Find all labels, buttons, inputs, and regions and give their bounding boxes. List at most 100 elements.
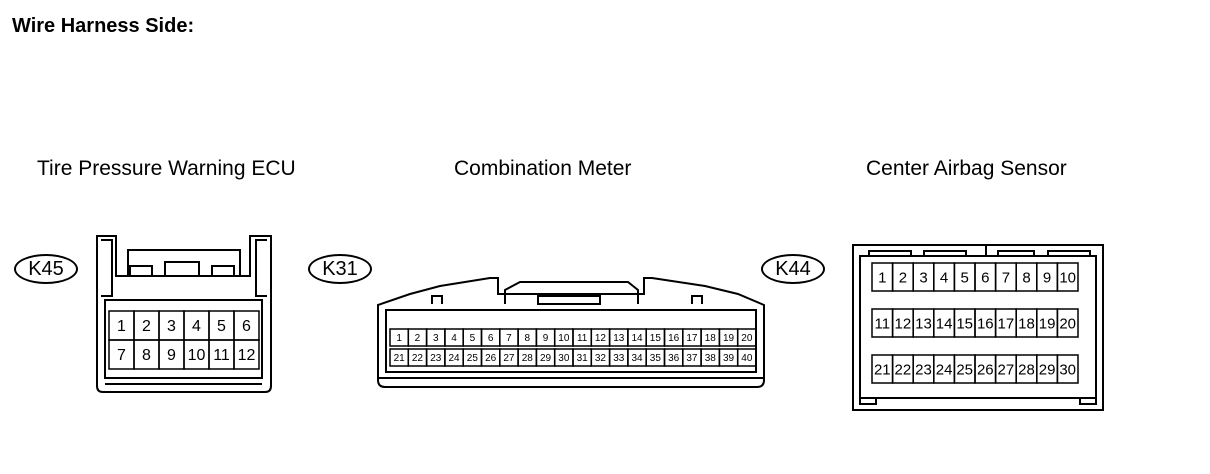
pin-number-k31-22: 22 bbox=[412, 353, 424, 364]
pin-number-k45-12: 12 bbox=[238, 347, 256, 364]
pin-number-k31-16: 16 bbox=[668, 333, 680, 344]
pin-number-k31-27: 27 bbox=[503, 353, 515, 364]
pin-number-k45-2: 2 bbox=[142, 318, 151, 335]
pin-number-k44-14: 14 bbox=[936, 316, 953, 333]
pin-number-k31-31: 31 bbox=[577, 353, 589, 364]
pin-number-k31-4: 4 bbox=[451, 333, 457, 344]
pin-cavity-k44-10 bbox=[1056, 262, 1079, 292]
pin-number-k44-13: 13 bbox=[915, 316, 932, 333]
connector-id-k31: K31 bbox=[308, 254, 372, 284]
pin-number-k31-8: 8 bbox=[524, 333, 530, 344]
pin-number-k31-32: 32 bbox=[595, 353, 607, 364]
pin-number-k31-26: 26 bbox=[485, 353, 497, 364]
pin-cavity-k31-20 bbox=[736, 328, 757, 347]
pin-number-k44-22: 22 bbox=[895, 362, 912, 379]
pin-number-k31-29: 29 bbox=[540, 353, 552, 364]
pin-number-k31-35: 35 bbox=[650, 353, 662, 364]
pin-number-k31-9: 9 bbox=[543, 333, 549, 344]
page-title: Wire Harness Side: bbox=[12, 15, 195, 37]
pin-number-k31-1: 1 bbox=[396, 333, 402, 344]
pin-number-k44-30: 30 bbox=[1059, 362, 1076, 379]
pin-number-k31-38: 38 bbox=[705, 353, 717, 364]
pin-number-k31-36: 36 bbox=[668, 353, 680, 364]
pin-number-k31-7: 7 bbox=[506, 333, 512, 344]
pin-number-k44-12: 12 bbox=[895, 316, 912, 333]
pin-number-k44-11: 11 bbox=[875, 316, 891, 333]
pin-number-k31-15: 15 bbox=[650, 333, 662, 344]
pin-number-k44-26: 26 bbox=[977, 362, 994, 379]
pin-number-k44-10: 10 bbox=[1059, 270, 1076, 287]
connector-id-k44: K44 bbox=[761, 254, 825, 284]
connector-id-k45: K45 bbox=[14, 254, 78, 284]
pin-number-k31-39: 39 bbox=[723, 353, 735, 364]
pin-number-k44-16: 16 bbox=[977, 316, 994, 333]
pin-number-k45-5: 5 bbox=[217, 318, 226, 335]
pin-number-k31-19: 19 bbox=[723, 333, 735, 344]
pin-number-k45-7: 7 bbox=[117, 347, 126, 364]
pin-number-k31-17: 17 bbox=[686, 333, 698, 344]
pin-number-k31-21: 21 bbox=[394, 353, 406, 364]
pin-number-k31-40: 40 bbox=[741, 353, 753, 364]
pin-number-k44-3: 3 bbox=[919, 270, 927, 287]
pin-number-k44-9: 9 bbox=[1043, 270, 1051, 287]
pin-number-k45-8: 8 bbox=[142, 347, 151, 364]
pin-number-k31-10: 10 bbox=[558, 333, 570, 344]
pin-number-k45-3: 3 bbox=[167, 318, 176, 335]
pin-number-k31-6: 6 bbox=[488, 333, 494, 344]
pin-number-k44-8: 8 bbox=[1022, 270, 1030, 287]
pin-number-k44-28: 28 bbox=[1018, 362, 1035, 379]
pin-number-k45-6: 6 bbox=[242, 318, 251, 335]
pin-number-k45-9: 9 bbox=[167, 347, 176, 364]
pin-number-k44-20: 20 bbox=[1059, 316, 1076, 333]
pin-number-k31-28: 28 bbox=[522, 353, 534, 364]
pin-cavity-k45-12 bbox=[233, 339, 260, 370]
pin-number-k44-23: 23 bbox=[915, 362, 932, 379]
pin-number-k31-2: 2 bbox=[415, 333, 421, 344]
pin-number-k45-10: 10 bbox=[188, 347, 206, 364]
pin-number-k31-5: 5 bbox=[470, 333, 476, 344]
pin-number-k31-33: 33 bbox=[613, 353, 625, 364]
pin-number-k44-7: 7 bbox=[1002, 270, 1010, 287]
pin-number-k44-19: 19 bbox=[1039, 316, 1056, 333]
pin-number-k31-14: 14 bbox=[631, 333, 643, 344]
pin-number-k45-4: 4 bbox=[192, 318, 201, 335]
connector-k44-housing bbox=[852, 244, 1104, 411]
pin-number-k44-17: 17 bbox=[998, 316, 1015, 333]
pin-cavity-k44-30 bbox=[1056, 354, 1079, 384]
pin-number-k44-5: 5 bbox=[961, 270, 969, 287]
connector-label-k31: Combination Meter bbox=[454, 157, 632, 180]
pin-number-k44-18: 18 bbox=[1018, 316, 1035, 333]
pin-number-k44-15: 15 bbox=[956, 316, 973, 333]
pin-number-k44-6: 6 bbox=[981, 270, 989, 287]
pin-number-k44-4: 4 bbox=[940, 270, 948, 287]
pin-number-k31-37: 37 bbox=[686, 353, 698, 364]
pin-number-k31-30: 30 bbox=[558, 353, 570, 364]
pin-cavity-k44-20 bbox=[1056, 308, 1079, 338]
pin-cavity-k31-40 bbox=[736, 348, 757, 367]
pin-number-k31-11: 11 bbox=[577, 333, 588, 344]
pin-number-k44-2: 2 bbox=[899, 270, 907, 287]
connector-k31-housing bbox=[377, 277, 765, 388]
pin-number-k45-11: 11 bbox=[213, 347, 230, 364]
pin-number-k31-20: 20 bbox=[741, 333, 753, 344]
pin-number-k44-21: 21 bbox=[874, 362, 891, 379]
pin-number-k31-13: 13 bbox=[613, 333, 625, 344]
pin-number-k31-3: 3 bbox=[433, 333, 439, 344]
pin-number-k44-24: 24 bbox=[936, 362, 953, 379]
connector-label-k45: Tire Pressure Warning ECU bbox=[37, 157, 296, 180]
connector-k45-housing bbox=[96, 235, 272, 393]
pin-number-k31-23: 23 bbox=[430, 353, 442, 364]
pin-number-k31-18: 18 bbox=[705, 333, 717, 344]
pin-number-k44-25: 25 bbox=[956, 362, 973, 379]
pin-number-k31-34: 34 bbox=[631, 353, 643, 364]
pin-number-k44-1: 1 bbox=[878, 270, 886, 287]
pin-number-k44-29: 29 bbox=[1039, 362, 1056, 379]
pin-number-k44-27: 27 bbox=[998, 362, 1015, 379]
connector-label-k44: Center Airbag Sensor bbox=[866, 157, 1067, 180]
pin-number-k31-24: 24 bbox=[448, 353, 460, 364]
pin-number-k31-25: 25 bbox=[467, 353, 479, 364]
pin-number-k31-12: 12 bbox=[595, 333, 607, 344]
pin-number-k45-1: 1 bbox=[117, 318, 126, 335]
